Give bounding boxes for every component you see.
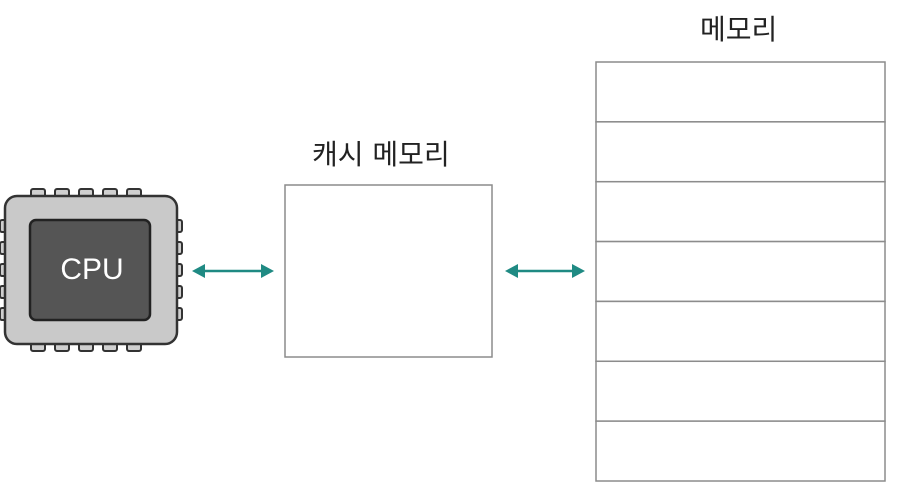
memory-cell (595, 61, 886, 123)
memory-cell (595, 240, 886, 303)
cpu-label: CPU (60, 253, 124, 286)
memory-cell (595, 300, 886, 363)
cpu-chip-core (28, 218, 152, 322)
memory-label: 메모리 (700, 13, 778, 46)
cache-memory-label: 캐시 메모리 (312, 138, 450, 171)
arrow-cpu-cache (192, 264, 274, 278)
memory-cell (595, 121, 886, 183)
cpu-chip (0, 188, 183, 352)
cache-memory-box (284, 184, 493, 358)
memory-stack (595, 61, 886, 482)
arrow-cache-memory (505, 264, 585, 278)
memory-cell (595, 360, 886, 422)
memory-cell (595, 180, 886, 243)
memory-cell (595, 420, 886, 482)
